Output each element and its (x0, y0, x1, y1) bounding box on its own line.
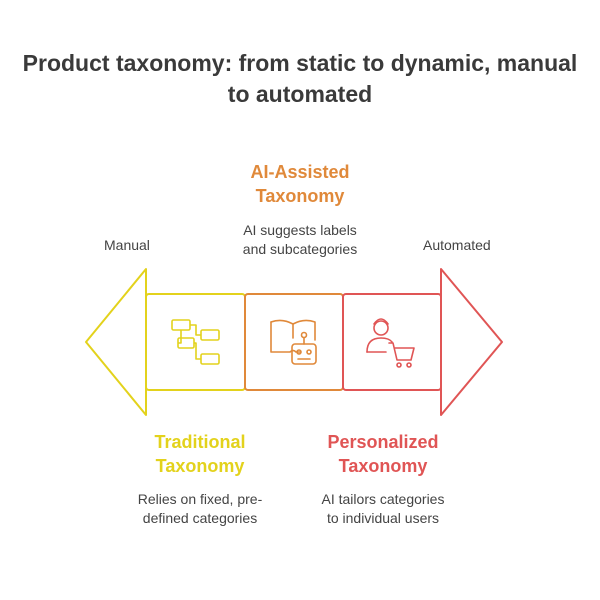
ai-assisted-taxonomy-label: AI-Assisted Taxonomy (250, 162, 350, 206)
left-arrowhead (85, 268, 147, 416)
manual-end-label: Manual (104, 237, 150, 253)
hierarchy-icon (171, 319, 220, 365)
traditional-stage-box (145, 293, 246, 391)
traditional-description: Relies on fixed, pre- defined categories (137, 491, 263, 526)
personalized-description: AI tailors categories to individual user… (321, 491, 445, 526)
page-title: Product taxonomy: from static to dynamic… (0, 48, 600, 110)
robot-book-icon (270, 319, 317, 365)
ai-assisted-description: AI suggests labels and subcategories (242, 222, 358, 257)
title-line-2: to automated (227, 81, 373, 107)
automated-end-label: Automated (423, 237, 491, 253)
shopper-cart-icon (366, 318, 415, 368)
title-line-1: Product taxonomy: from static to dynamic… (22, 50, 578, 76)
traditional-taxonomy-label: Traditional Taxonomy (154, 432, 246, 476)
personalized-taxonomy-label: Personalized Taxonomy (327, 432, 439, 476)
ai-assisted-stage-box (244, 293, 344, 391)
right-arrowhead (440, 268, 503, 416)
